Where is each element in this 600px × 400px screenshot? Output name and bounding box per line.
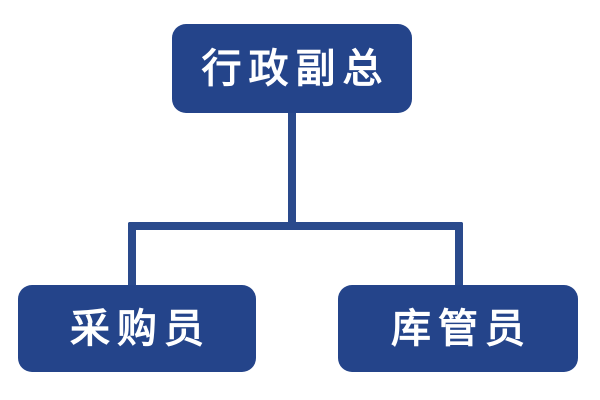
org-node-buyer-label: 采购员	[70, 305, 211, 352]
org-node-warehouse[interactable]: 库管员	[338, 285, 578, 372]
connector-horizontal-bus	[128, 222, 463, 230]
connector-left-drop	[128, 222, 136, 288]
org-node-root[interactable]: 行政副总	[172, 24, 412, 113]
org-node-warehouse-label: 库管员	[391, 305, 532, 352]
connector-right-drop	[455, 222, 463, 288]
org-node-root-label: 行政副总	[201, 45, 390, 92]
org-node-buyer[interactable]: 采购员	[18, 285, 256, 372]
connector-root-stem	[288, 110, 296, 228]
